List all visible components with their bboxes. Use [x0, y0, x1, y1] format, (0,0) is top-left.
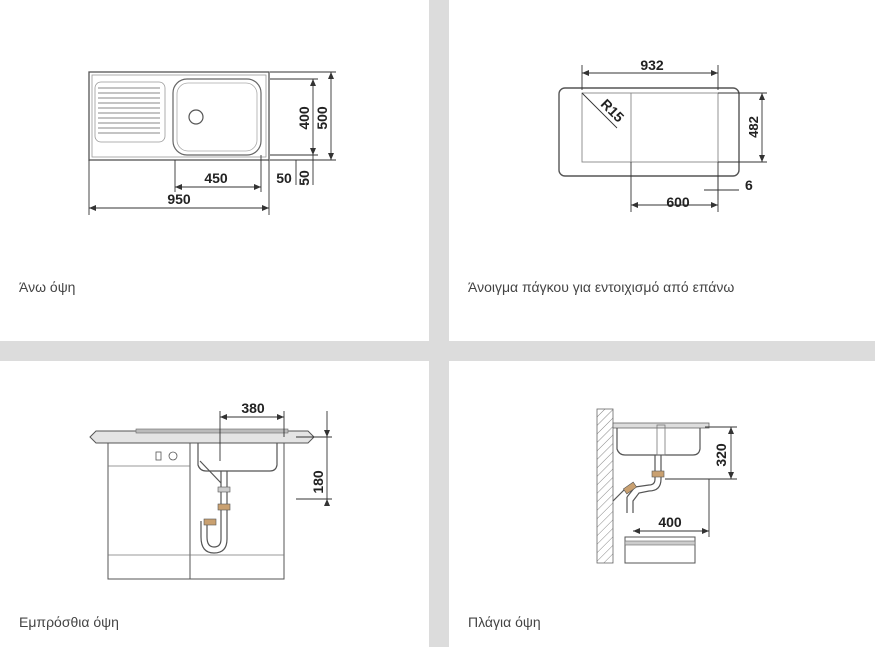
dim-482: 482	[746, 116, 761, 138]
front-view-drawing: 380 180	[89, 400, 332, 580]
dim-r15: R15	[598, 96, 628, 126]
dim-50-vertical: 50	[296, 170, 312, 186]
dim-180: 180	[310, 470, 326, 494]
caption-front-view: Εμπρόσθια όψη	[19, 614, 119, 630]
dim-600: 600	[666, 194, 690, 210]
caption-cutout-view: Άνοιγμα πάγκου για εντοιχισμό από επάνω	[468, 279, 735, 295]
dim-500: 500	[314, 106, 330, 130]
cutout-drawing: 932 482 R15 6 600	[558, 57, 767, 212]
dim-380: 380	[241, 400, 265, 416]
panel-side-view: 320 400 Πλάγια όψη	[449, 361, 875, 647]
caption-top-view: Άνω όψη	[19, 279, 76, 295]
dim-400: 400	[296, 106, 312, 130]
dim-450: 450	[204, 170, 228, 186]
dim-320: 320	[713, 443, 729, 467]
panel-front-view: 380 180 Εμπρόσθια όψη	[0, 361, 429, 647]
dim-932: 932	[640, 57, 664, 73]
dim-6: 6	[745, 177, 753, 193]
panel-top-view: 400 500 450 50 50 950 Άνω όψη	[0, 0, 429, 341]
side-view-drawing: 320 400	[596, 408, 737, 564]
dim-50-horizontal: 50	[276, 170, 292, 186]
dim-950: 950	[167, 191, 191, 207]
top-view-drawing: 400 500 450 50 50 950	[88, 71, 336, 215]
dim-400-side: 400	[658, 514, 682, 530]
caption-side-view: Πλάγια όψη	[468, 614, 541, 630]
panel-cutout-view: 932 482 R15 6 600 Άνοιγμα πάγκου για εντ…	[449, 0, 875, 341]
